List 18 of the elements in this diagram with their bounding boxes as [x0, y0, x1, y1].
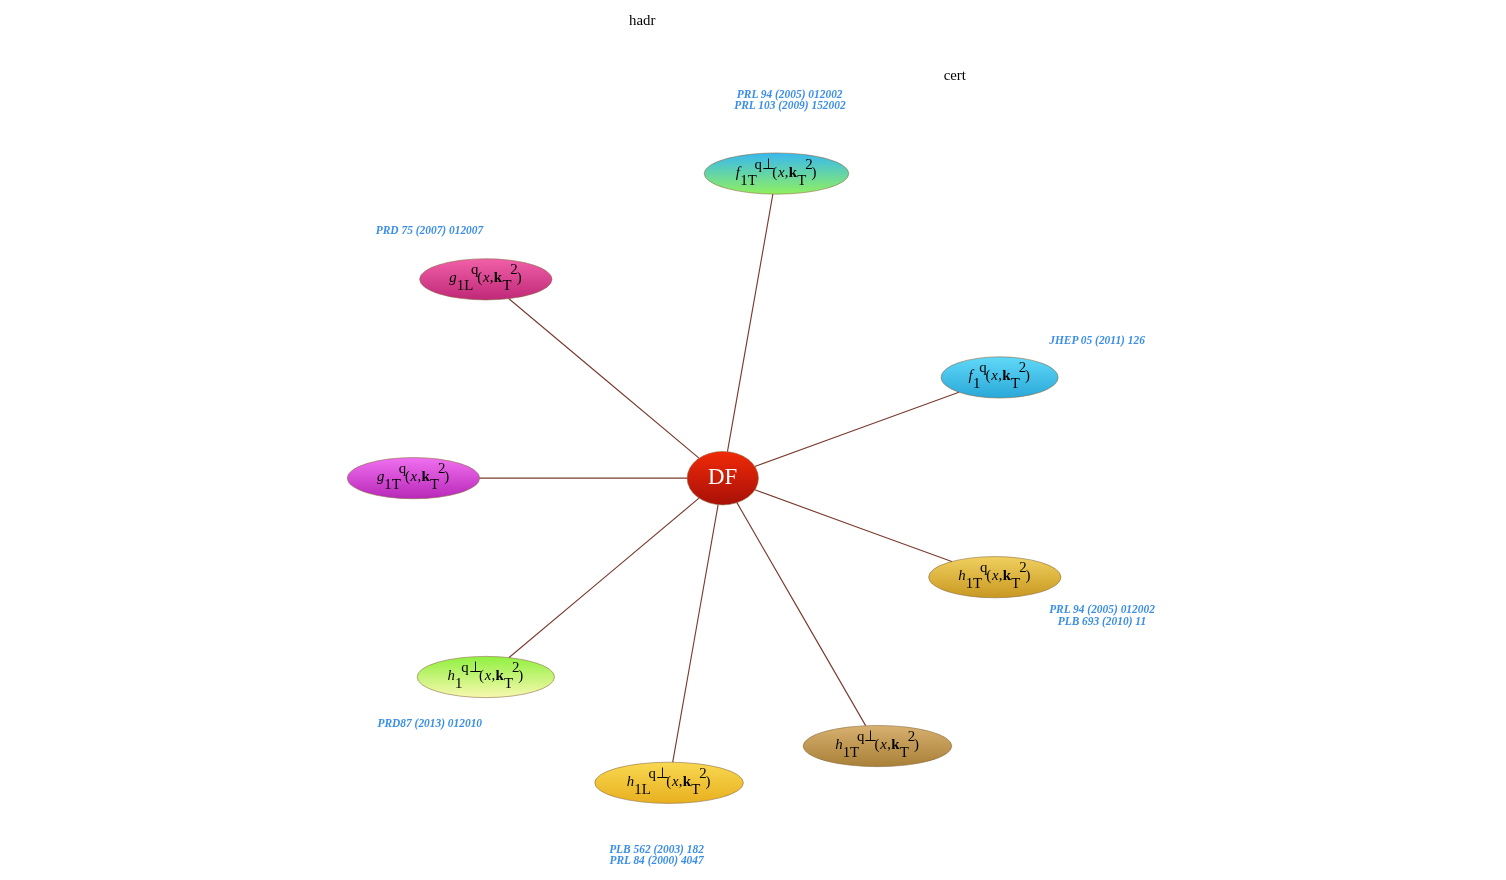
connector — [479, 477, 688, 479]
node-ellipse: DF — [686, 451, 759, 506]
connector — [508, 298, 700, 459]
connector — [672, 504, 719, 763]
node-label: PRL 94 (2005) 012002 — [736, 87, 843, 100]
node-label: PLB 562 (2003) 182 — [609, 842, 704, 855]
connector — [726, 193, 774, 453]
node-label: PRD 75 (2007) 012007 — [375, 224, 484, 237]
connector — [754, 489, 953, 563]
connector — [508, 497, 700, 659]
label: cert — [943, 66, 966, 83]
label: hadr — [629, 11, 656, 28]
node-label: PRD87 (2013) 012010 — [377, 716, 483, 729]
connector — [754, 391, 960, 468]
node-label: PRL 103 (2009) 152002 — [734, 99, 846, 112]
node-label: PRL 94 (2005) 012002 — [1049, 603, 1155, 616]
connector — [736, 502, 867, 727]
node-label: JHEP 05 (2011) 126 — [1049, 334, 1145, 347]
